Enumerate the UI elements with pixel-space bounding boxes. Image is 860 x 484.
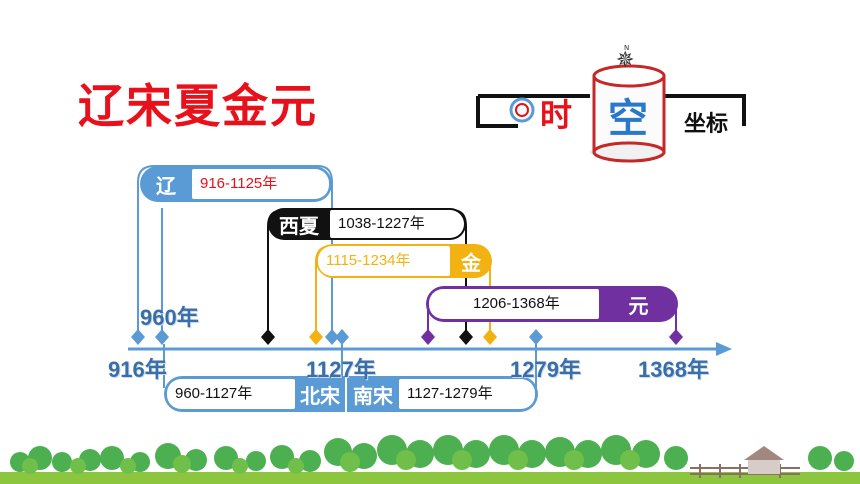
page-title: 辽宋夏金元 bbox=[78, 79, 318, 133]
marker-960 bbox=[155, 329, 169, 345]
jin-range: 1115-1234年 bbox=[318, 246, 450, 276]
marker-916 bbox=[131, 329, 145, 345]
liao-badge: 辽 916-1125年 bbox=[140, 166, 332, 202]
marker-1038 bbox=[261, 329, 275, 345]
marker-1125 bbox=[325, 329, 339, 345]
axis-arrow-icon bbox=[716, 342, 732, 356]
marker-1227 bbox=[459, 329, 473, 345]
marker-1206 bbox=[421, 329, 435, 345]
logo-time-char: 时 bbox=[540, 96, 573, 134]
logo-frame-icon bbox=[476, 64, 746, 163]
song-badge: 960-1127年 北宋 南宋 1127-1279年 bbox=[164, 376, 538, 412]
spacetime-logo: ✵ N 时 空 坐标 bbox=[470, 44, 760, 164]
marker-1234 bbox=[483, 329, 497, 345]
xixia-name: 西夏 bbox=[279, 213, 319, 238]
yuan-badge: 1206-1368年 元 bbox=[426, 286, 678, 322]
logo-space-char: 空 bbox=[608, 96, 648, 142]
liao-range: 916-1125年 bbox=[192, 169, 329, 199]
nansong-name: 南宋 bbox=[353, 383, 393, 408]
compass-icon: ✵ bbox=[616, 48, 635, 73]
tree-strip-decoration bbox=[0, 435, 860, 484]
year-label-1127: 1127年 bbox=[306, 357, 376, 382]
year-label-1279: 1279年 bbox=[510, 357, 581, 382]
xixia-badge: 西夏 1038-1227年 bbox=[268, 208, 466, 240]
jin-name: 金 bbox=[461, 250, 481, 275]
liao-name: 辽 bbox=[156, 173, 176, 198]
jin-badge: 1115-1234年 金 bbox=[316, 244, 492, 278]
year-label-916: 916年 bbox=[108, 357, 167, 382]
yuan-name: 元 bbox=[628, 293, 649, 318]
marker-1127 bbox=[335, 329, 349, 345]
logo-suffix: 坐标 bbox=[684, 112, 729, 137]
song-divider bbox=[345, 376, 347, 412]
nansong-range: 1127-1279年 bbox=[399, 379, 535, 409]
marker-1368 bbox=[669, 329, 683, 345]
yuan-range: 1206-1368年 bbox=[429, 289, 599, 319]
beisong-range: 960-1127年 bbox=[167, 379, 295, 409]
marker-1279 bbox=[529, 329, 543, 345]
compass-north-label: N bbox=[624, 44, 630, 52]
beisong-name: 北宋 bbox=[300, 383, 340, 408]
marker-1115 bbox=[309, 329, 323, 345]
year-label-1368: 1368年 bbox=[638, 357, 709, 382]
year-label-960: 960年 bbox=[140, 305, 199, 330]
xixia-range: 1038-1227年 bbox=[330, 210, 464, 238]
